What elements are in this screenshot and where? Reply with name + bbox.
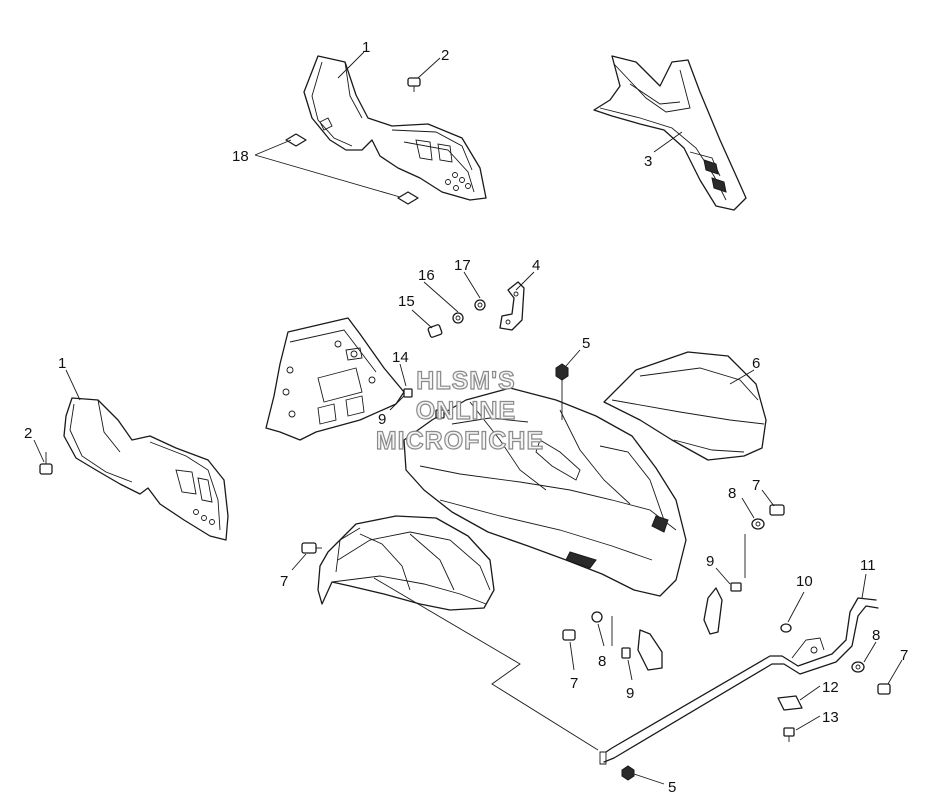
side-panel-left — [63, 397, 229, 541]
callout-17: 17 — [454, 257, 471, 274]
callout-8-rod: 8 — [872, 627, 880, 644]
callout-9-bottom: 9 — [626, 685, 634, 702]
callout-5-top: 5 — [582, 335, 590, 352]
callout-16: 16 — [418, 267, 435, 284]
fasteners-right — [703, 504, 785, 635]
connector-line — [373, 577, 599, 751]
small-bracket — [499, 281, 525, 331]
nut-upper — [555, 363, 569, 420]
screw-top — [407, 77, 421, 92]
callout-18: 18 — [232, 148, 249, 165]
callout-7-rod: 7 — [900, 647, 908, 664]
callout-6: 6 — [752, 355, 760, 372]
callout-5-bottom: 5 — [668, 779, 676, 796]
screw-left — [39, 452, 53, 475]
front-nose-cover — [593, 55, 747, 211]
leader-lines — [33, 51, 903, 785]
bolt-left — [301, 542, 322, 554]
spacer-plate — [403, 388, 445, 419]
callout-9-plate: 9 — [378, 411, 386, 428]
callout-14: 14 — [392, 349, 409, 366]
callout-8-right: 8 — [728, 485, 736, 502]
watermark-line-2: ONLINE — [416, 397, 516, 425]
fasteners-bottom — [562, 611, 663, 671]
callout-7-right: 7 — [752, 477, 760, 494]
watermark: HLSM'S ONLINE MICROFICHE — [375, 366, 544, 455]
callout-7-bottom: 7 — [570, 675, 578, 692]
callout-labels: 1 2 3 18 1 2 4 5 6 16 17 15 14 9 7 8 7 9… — [24, 39, 908, 796]
callout-15: 15 — [398, 293, 415, 310]
callout-2-top: 2 — [441, 47, 449, 64]
callout-10: 10 — [796, 573, 813, 590]
callout-8-bottom: 8 — [598, 653, 606, 670]
callout-2-left: 2 — [24, 425, 32, 442]
callout-11: 11 — [860, 557, 876, 574]
callout-1-left: 1 — [58, 355, 66, 372]
callout-1-top: 1 — [362, 39, 370, 56]
pads — [254, 133, 419, 205]
side-panel-top — [303, 55, 487, 201]
front-fender-body — [317, 351, 767, 611]
callout-4: 4 — [532, 257, 540, 274]
watermark-line-3: MICROFICHE — [376, 427, 544, 455]
callout-3: 3 — [644, 153, 652, 170]
mounting-plate — [265, 317, 405, 441]
callout-9-right: 9 — [706, 553, 714, 570]
callout-7-left: 7 — [280, 573, 288, 590]
callout-13: 13 — [822, 709, 839, 726]
support-bar-assembly — [599, 597, 891, 781]
watermark-line-1: HLSM'S — [416, 367, 515, 395]
fastener-set — [427, 299, 486, 338]
callout-12: 12 — [822, 679, 839, 696]
